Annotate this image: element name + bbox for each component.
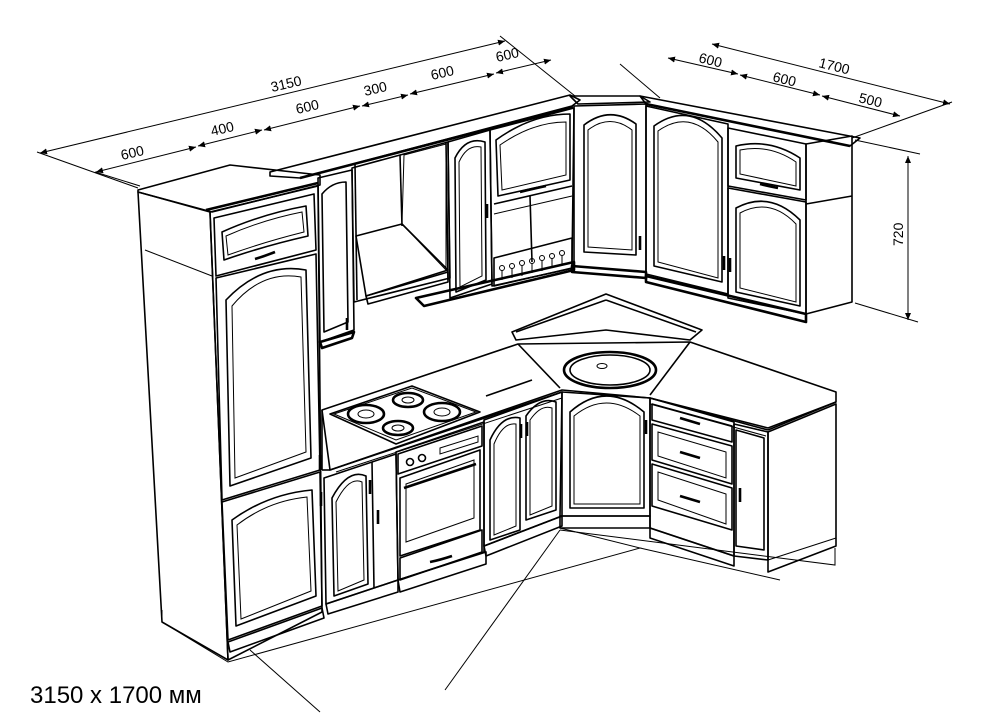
- dim-left-6: 600: [494, 44, 521, 65]
- dim-total-left: 3150: [269, 72, 303, 95]
- dim-line-600-a: [95, 145, 197, 174]
- tall-cabinet: [137, 164, 325, 661]
- burner-front-right: [381, 419, 415, 437]
- dim-left-4: 300: [362, 78, 389, 99]
- dimension-labels: 3150 600 400 600 300 600 600 1700 600 60…: [119, 44, 906, 246]
- dim-left-3: 600: [294, 96, 321, 117]
- dim-height: 720: [890, 222, 906, 246]
- dim-line-600-d: [495, 58, 552, 75]
- corner-shelf: [511, 293, 703, 341]
- burner-front-left: [346, 403, 386, 425]
- dim-line-r600-a: [667, 56, 739, 76]
- sink: [562, 350, 658, 390]
- dim-left-5: 600: [429, 62, 456, 83]
- upper-cabinets-left: [269, 94, 581, 350]
- dim-line-r600-b: [739, 73, 821, 97]
- oven: [395, 421, 485, 581]
- floor-outline: [161, 527, 836, 713]
- dim-line-r500: [821, 94, 901, 118]
- burner-back-left: [391, 391, 425, 409]
- base-cabinets-right: [649, 397, 837, 573]
- dim-right-2: 600: [771, 68, 798, 89]
- base-corner-cabinet: [559, 391, 651, 529]
- dim-line-1700: [711, 42, 951, 106]
- size-caption: 3150 x 1700 мм: [30, 682, 202, 709]
- dim-left-1: 600: [119, 142, 146, 163]
- dim-line-600-c: [409, 72, 495, 96]
- dim-right-1: 600: [697, 49, 724, 70]
- upper-cabinets-right: [639, 95, 861, 324]
- dim-left-2: 400: [209, 118, 236, 139]
- cooktop: [329, 385, 481, 445]
- dim-line-300: [361, 93, 409, 108]
- burner-back-right: [422, 401, 462, 423]
- dimension-lines: [36, 35, 953, 323]
- dim-line-600-b: [263, 104, 361, 132]
- dim-line-400: [197, 128, 263, 148]
- dim-line-3150: [39, 39, 506, 155]
- dim-right-3: 500: [857, 89, 884, 110]
- upper-corner-cabinet: [569, 95, 651, 280]
- dim-total-right: 1700: [817, 54, 851, 77]
